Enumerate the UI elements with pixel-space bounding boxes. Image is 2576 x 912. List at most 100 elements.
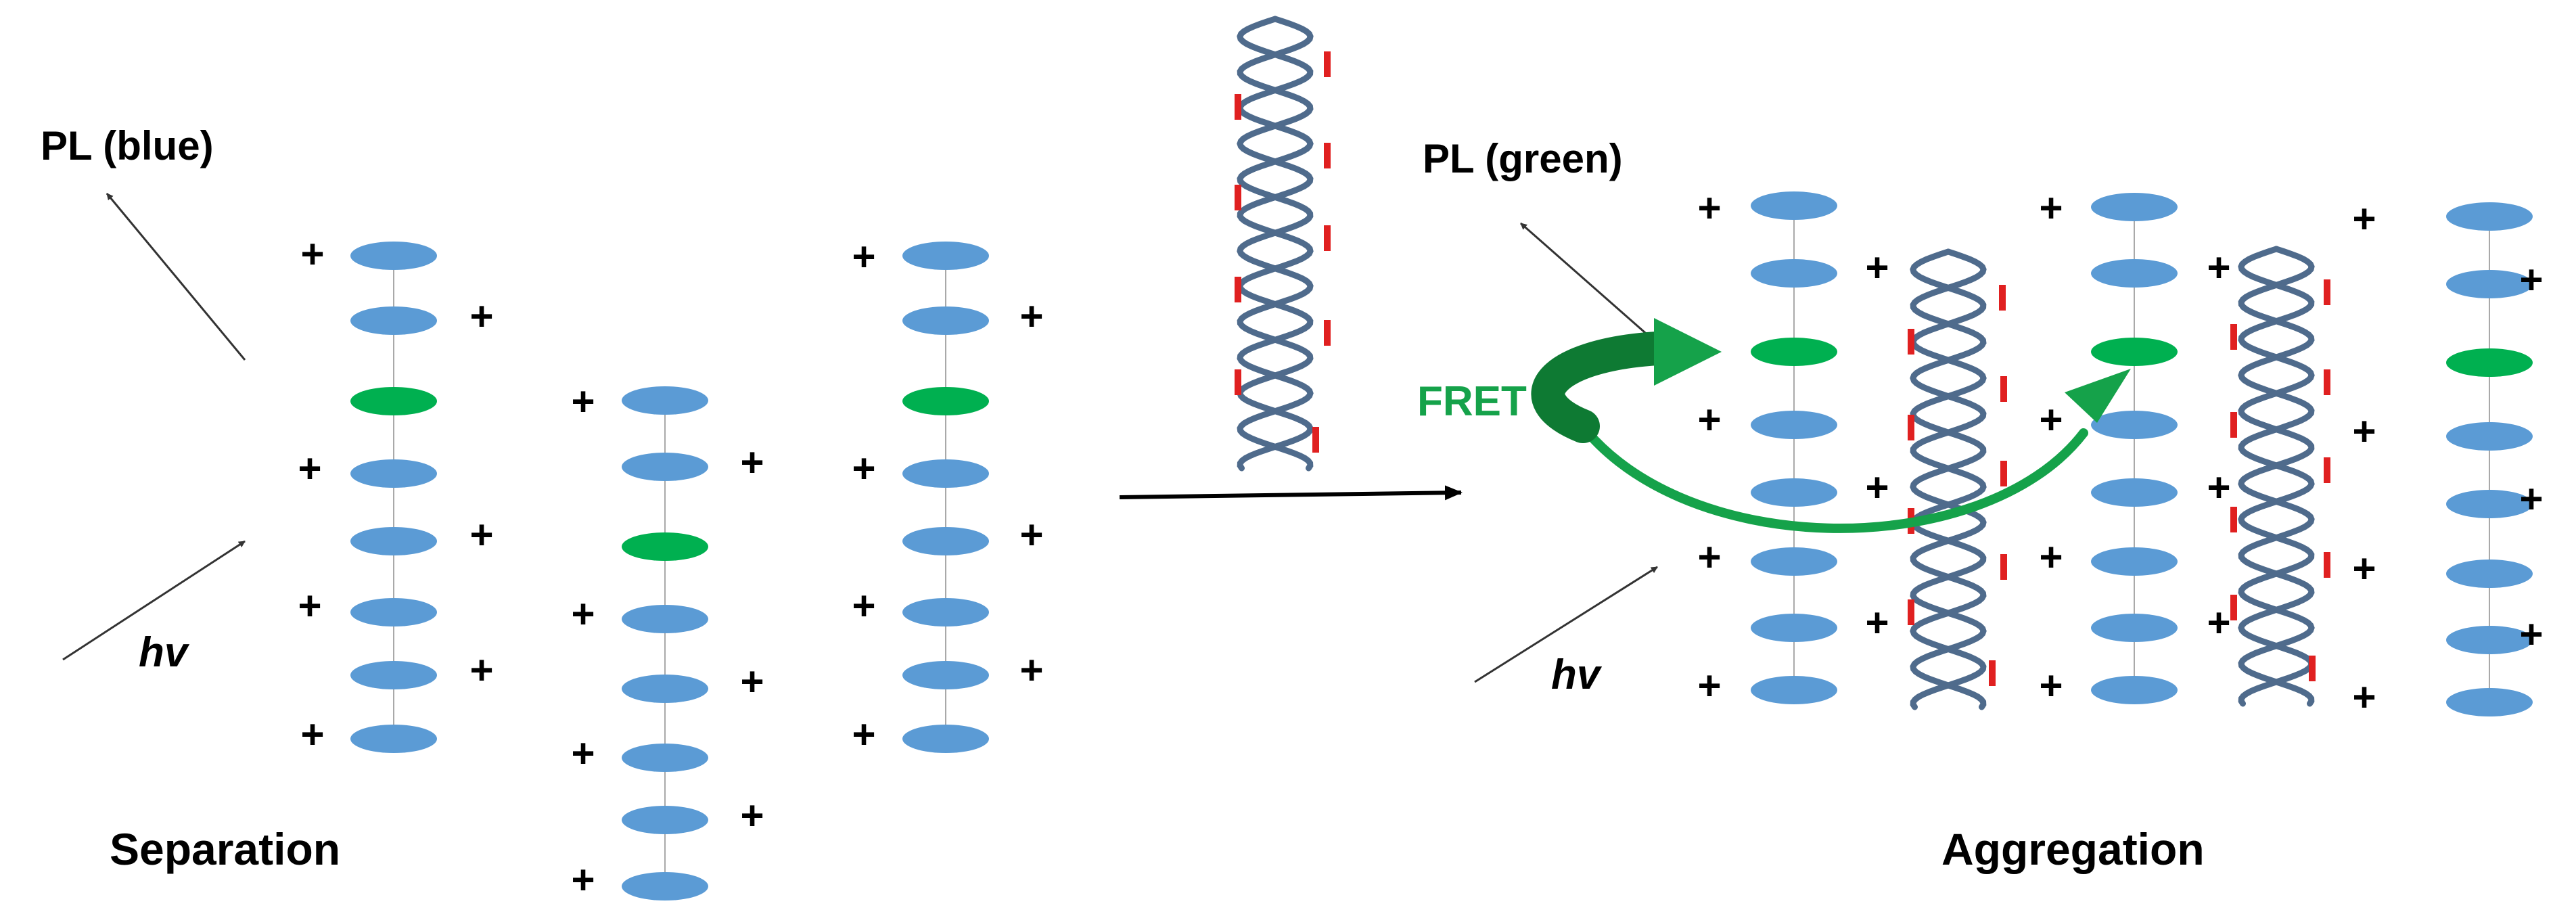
donor-unit-blue (2091, 478, 2178, 507)
dna-double-helix (1235, 16, 1331, 472)
negative-charge (1908, 415, 1914, 440)
fret-label: FRET (1417, 378, 1527, 425)
negative-charge (2000, 554, 2007, 580)
negative-charge (1908, 599, 1914, 625)
donor-unit-blue (622, 605, 708, 633)
positive-charge: + (2519, 257, 2543, 302)
donor-unit-blue (2446, 202, 2533, 231)
positive-charge: + (2352, 546, 2376, 591)
negative-charge (2000, 461, 2007, 486)
donor-unit-blue (2091, 676, 2178, 704)
positive-charge: + (2519, 612, 2543, 657)
positive-charge: + (298, 583, 321, 629)
fret-lower-arrow-body (1568, 408, 2088, 533)
donor-unit-blue (622, 386, 708, 415)
negative-charge (2324, 457, 2330, 483)
separation-label: Separation (110, 824, 340, 874)
donor-unit-blue (2091, 614, 2178, 642)
donor-unit-blue (622, 806, 708, 834)
donor-unit-blue (1751, 191, 1837, 220)
donor-unit-blue (622, 744, 708, 772)
donor-unit-blue (1751, 478, 1837, 507)
negative-charge (1235, 185, 1241, 210)
acceptor-unit-green (622, 532, 708, 561)
dna-double-helix (2230, 246, 2330, 707)
donor-unit-blue (2446, 688, 2533, 716)
positive-charge: + (740, 659, 764, 704)
acceptor-unit-green (902, 387, 989, 415)
polymer-chain: +++++++ (2039, 185, 2230, 708)
donor-unit-blue (902, 527, 989, 555)
labels: PL (blue) PL (green) hv hv Separation Ag… (41, 123, 2205, 874)
donor-unit-blue (350, 598, 437, 626)
donor-unit-blue (2091, 193, 2178, 221)
arrows (62, 193, 1661, 683)
negative-charge (1324, 225, 1331, 251)
positive-charge: + (298, 446, 321, 491)
negative-charge (1235, 94, 1241, 120)
polymer-chain: +++++++ (571, 379, 764, 903)
donor-unit-blue (1751, 547, 1837, 576)
negative-charge (2309, 656, 2316, 681)
polymer-chain: +++++++ (2352, 196, 2543, 720)
positive-charge: + (1019, 294, 1043, 339)
polymer-chains: ++++++++++++++++++++++++++++++++++++++++… (298, 185, 2543, 903)
pl-blue-label: PL (blue) (41, 123, 214, 168)
pl-green-label: PL (green) (1423, 136, 1623, 181)
acceptor-unit-green (1751, 338, 1837, 366)
donor-unit-blue (622, 872, 708, 900)
donor-unit-blue (2446, 490, 2533, 518)
pl-green-emission-arrow (1520, 222, 1661, 348)
negative-charge (2230, 412, 2237, 438)
donor-unit-blue (1751, 259, 1837, 288)
positive-charge: + (1697, 185, 1721, 231)
donor-unit-blue (1751, 676, 1837, 704)
negative-charge (1312, 427, 1319, 453)
dna-strand (2238, 246, 2315, 707)
positive-charge: + (2352, 409, 2376, 454)
donor-unit-blue (2091, 259, 2178, 288)
donor-unit-blue (350, 725, 437, 753)
positive-charge: + (852, 234, 875, 279)
positive-charge: + (469, 294, 493, 339)
fret-lower-arrowhead (2065, 369, 2131, 423)
donor-unit-blue (902, 306, 989, 335)
donor-unit-blue (2446, 560, 2533, 588)
positive-charge: + (300, 231, 324, 277)
positive-charge: + (2207, 465, 2230, 510)
positive-charge: + (2352, 196, 2376, 242)
negative-charge (1235, 277, 1241, 302)
donor-unit-blue (902, 725, 989, 753)
positive-charge: + (1865, 245, 1889, 290)
negative-charge (2000, 376, 2007, 402)
hv-excitation-arrow-right (1474, 566, 1658, 683)
donor-unit-blue (350, 306, 437, 335)
positive-charge: + (2352, 675, 2376, 720)
positive-charge: + (571, 731, 595, 776)
positive-charge: + (852, 712, 875, 757)
donor-unit-blue (902, 242, 989, 270)
donor-unit-blue (2446, 422, 2533, 451)
negative-charge (1235, 369, 1241, 395)
negative-charge (2230, 595, 2237, 620)
donor-unit-blue (350, 661, 437, 689)
donor-unit-blue (2446, 270, 2533, 298)
acceptor-unit-green (2091, 338, 2178, 366)
positive-charge: + (1019, 647, 1043, 693)
donor-unit-blue (622, 453, 708, 481)
hv-excitation-arrow-left (62, 540, 246, 661)
negative-charge (2230, 507, 2237, 532)
positive-charge: + (852, 583, 875, 629)
positive-charge: + (2039, 663, 2063, 708)
fret-arrows: FRET (1417, 318, 2131, 533)
donor-unit-blue (1751, 411, 1837, 439)
donor-unit-blue (350, 242, 437, 270)
negative-charge (2324, 279, 2330, 305)
polymer-chain: +++++++ (852, 234, 1043, 757)
positive-charge: + (571, 379, 595, 424)
donor-unit-blue (1751, 614, 1837, 642)
dna-strand (2238, 246, 2315, 707)
dna-strand (1910, 248, 1987, 710)
positive-charge: + (1697, 663, 1721, 708)
fret-upper-arrow-body (1531, 332, 1674, 443)
